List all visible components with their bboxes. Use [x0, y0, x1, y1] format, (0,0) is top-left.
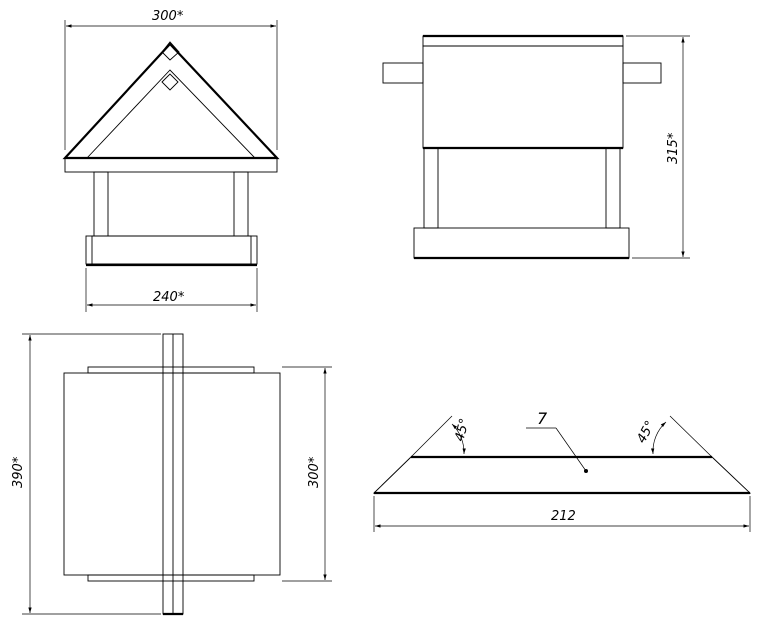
- dimension-label-height: 315*: [666, 132, 681, 164]
- side-base: [413, 227, 630, 259]
- side-post-right: [605, 147, 621, 229]
- angle-arc-right: [650, 421, 667, 455]
- dimension-label-length: 390*: [11, 456, 26, 488]
- dimension-label-width: 300*: [152, 9, 184, 24]
- dimension-label-top-width: 300*: [307, 456, 322, 488]
- part-number-label: 7: [537, 409, 548, 428]
- base-front: [91, 235, 252, 265]
- angle-arc-left: [451, 423, 466, 455]
- post-right: [233, 171, 249, 237]
- roof-ridge-band: [422, 35, 624, 47]
- top-view: 390* 300*: [11, 333, 332, 616]
- dimension-label-base: 240*: [153, 290, 185, 305]
- section-view: 45° 45° 7 212: [372, 409, 752, 532]
- ridge-diamond: [161, 73, 179, 91]
- angle-label-left: 45°: [452, 417, 472, 443]
- part-leader-dot: [584, 469, 588, 473]
- side-view: 315*: [382, 34, 690, 260]
- top-roof: [63, 372, 281, 576]
- roof-outer: [62, 42, 280, 160]
- dimension-label-section-width: 212: [551, 509, 576, 524]
- roof-inner: [86, 69, 256, 159]
- front-view: 300* 240*: [62, 9, 280, 312]
- ridge-beam-left: [382, 62, 424, 84]
- board-section: [372, 456, 752, 494]
- eave-board: [64, 157, 278, 173]
- ridge-cap: [161, 41, 180, 61]
- ridge-beam-right: [622, 62, 662, 84]
- post-left: [93, 171, 109, 237]
- top-base-bottom-edge: [87, 574, 255, 582]
- base-tray: [85, 235, 258, 265]
- roof-panel: [422, 45, 624, 149]
- angle-label-right: 45°: [634, 418, 658, 445]
- side-post-left: [423, 147, 439, 229]
- top-base-top-edge: [87, 366, 255, 374]
